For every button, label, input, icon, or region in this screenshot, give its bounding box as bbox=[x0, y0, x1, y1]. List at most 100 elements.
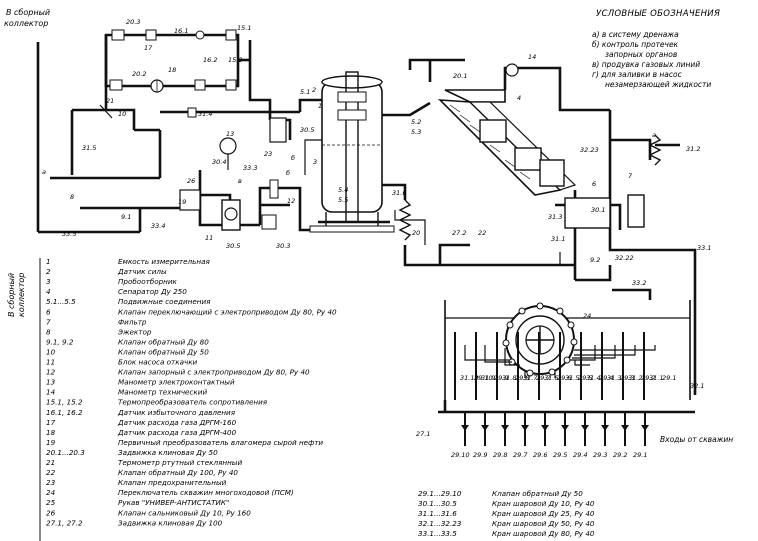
callout: 30.5 bbox=[300, 126, 314, 134]
callout: 24 bbox=[583, 312, 591, 320]
legend-left-item-text: Клапан обратный Ду 50 bbox=[118, 347, 209, 356]
manifold-branches bbox=[438, 332, 695, 414]
legend-right-item-text: Кран шаровой Ду 10, Ру 40 bbox=[492, 499, 595, 508]
pump-block bbox=[179, 117, 426, 245]
legend-left-item-text: Клапан обратный Ду 100, Ру 40 bbox=[118, 468, 238, 477]
legend-left-item-num: 7 bbox=[46, 317, 51, 326]
legend-right-item-num: 29.1...29.10 bbox=[418, 489, 462, 498]
callout: 20.1 bbox=[453, 72, 467, 80]
legend-left-item-num: 22 bbox=[46, 468, 56, 477]
svg-text:29.10: 29.10 bbox=[474, 374, 493, 382]
svg-text:31.9: 31.9 bbox=[481, 374, 495, 382]
legend-left-item-text: Термометр ртутный стеклянный bbox=[118, 458, 242, 467]
legend-left-item-num: 5.1...5.5 bbox=[46, 297, 76, 306]
callout: 30.1 bbox=[591, 206, 605, 214]
callout: 33.5 bbox=[62, 230, 76, 238]
svg-text:29.4: 29.4 bbox=[599, 374, 613, 382]
svg-text:31.4: 31.4 bbox=[586, 374, 600, 382]
legend-left-item-text: Датчик избыточного давления bbox=[117, 408, 236, 417]
legend-left-item-num: 26 bbox=[46, 508, 56, 517]
legend-left-item-text: Задвижка клиновая Ду 100 bbox=[118, 518, 223, 527]
callout: 31.5 bbox=[82, 144, 96, 152]
callout: 9.1 bbox=[121, 213, 131, 221]
separator bbox=[437, 63, 610, 196]
callout: 10 bbox=[118, 110, 126, 118]
svg-text:29.10: 29.10 bbox=[451, 451, 470, 459]
callout: 33.2 bbox=[632, 279, 646, 287]
svg-text:29.8: 29.8 bbox=[515, 374, 529, 382]
svg-text:29.6: 29.6 bbox=[533, 451, 547, 459]
callout: 18 bbox=[168, 66, 176, 74]
callout: 4 bbox=[517, 94, 521, 102]
note-v: в) продувка газовых линий bbox=[592, 60, 700, 69]
legend-left-item-num: 10 bbox=[46, 347, 56, 356]
callout: 2 bbox=[312, 86, 316, 94]
note-b: б) контроль протечек bbox=[592, 40, 679, 49]
legend-left-item-num: 21 bbox=[46, 458, 55, 467]
svg-text:31.3: 31.3 bbox=[607, 374, 621, 382]
legend-left-item-num: 23 bbox=[46, 478, 56, 487]
callout: 32.23 bbox=[580, 146, 599, 154]
callout: в bbox=[238, 177, 242, 185]
callout: 11 bbox=[205, 234, 213, 242]
note-a: а) в систему дренажа bbox=[592, 30, 679, 39]
callout: 16.1 bbox=[174, 27, 188, 35]
callout: 5.2 bbox=[411, 118, 421, 126]
legend-left-item-text: Блок насоса откачки bbox=[118, 358, 198, 367]
callout: 8 bbox=[70, 193, 74, 201]
callout: 22 bbox=[478, 229, 486, 237]
legend-left-item-num: 9.1, 9.2 bbox=[46, 337, 74, 346]
legend-left-item-text: Подвижные соединения bbox=[118, 297, 211, 306]
callout: 23 bbox=[264, 150, 272, 158]
legend-left-item-num: 27.1, 27.2 bbox=[46, 518, 83, 527]
legend-left-item-text: Емкость измерительная bbox=[118, 257, 210, 266]
legend-left-item-num: 2 bbox=[46, 267, 51, 276]
legend-left-item-text: Пробоотборник bbox=[118, 277, 178, 286]
legend-left-item-text: Датчик расхода газа ДРГМ-160 bbox=[117, 418, 237, 427]
legend-left-item-num: 8 bbox=[46, 327, 51, 336]
svg-text:31.5: 31.5 bbox=[565, 374, 579, 382]
callout: 9.2 bbox=[590, 256, 600, 264]
legend-left-item-num: 20.1...20.3 bbox=[46, 448, 85, 457]
svg-text:31.7: 31.7 bbox=[523, 374, 538, 382]
wells-label: Входы от скважин bbox=[660, 435, 733, 444]
svg-text:29.2: 29.2 bbox=[641, 374, 655, 382]
legend-left-item-num: 12 bbox=[46, 368, 56, 377]
callout: 5.5 bbox=[338, 196, 348, 204]
legend-left-item-text: Рукав "УНИВЕР-АНТИСТАТИК" bbox=[118, 498, 229, 507]
callout: 20 bbox=[412, 229, 420, 237]
legend-left-item-text: Сепаратор Ду 250 bbox=[118, 287, 187, 296]
callout: 33.1 bbox=[697, 244, 711, 252]
legend-left-item-num: 4 bbox=[46, 287, 51, 296]
legend-left-item-num: 3 bbox=[46, 277, 51, 286]
legend-left-item-text: Термопреобразователь сопротивления bbox=[118, 398, 268, 407]
legend-left-item-text: Задвижка клиновая Ду 50 bbox=[118, 448, 218, 457]
callout: 27.1 bbox=[416, 430, 430, 438]
legend-left-item-text: Клапан запорный с электроприводом Ду 80,… bbox=[118, 368, 310, 377]
legend-left-item-num: 19 bbox=[46, 438, 56, 447]
legend-left-item-text: Переключатель скважин многоходовой (ПСМ) bbox=[118, 488, 294, 497]
callout: 16.2 bbox=[203, 56, 217, 64]
legend-left-item-num: 18 bbox=[46, 428, 56, 437]
legend-left-item-text: Фильтр bbox=[118, 317, 147, 326]
legend-left-item-num: 6 bbox=[46, 307, 51, 316]
legend-right-item-text: Кран шаровой Ду 50, Ру 40 bbox=[492, 519, 595, 528]
callout: 12 bbox=[287, 197, 295, 205]
callout: 3 bbox=[313, 158, 317, 166]
callout: 5.3 bbox=[411, 128, 421, 136]
notes-heading: УСЛОВНЫЕ ОБОЗНАЧЕНИЯ bbox=[596, 9, 720, 19]
callout: 31.2 bbox=[686, 145, 700, 153]
callout: 1 bbox=[318, 102, 322, 110]
callout: 30.4 bbox=[212, 158, 226, 166]
svg-text:29.9: 29.9 bbox=[494, 374, 508, 382]
svg-text:29.3: 29.3 bbox=[593, 451, 607, 459]
legend-left-item-text: Клапан обратный Ду 80 bbox=[118, 337, 209, 346]
svg-text:29.1: 29.1 bbox=[662, 374, 676, 382]
legend-left-item-text: Первичный преобразователь влагомера сыро… bbox=[118, 438, 323, 447]
svg-text:31.1: 31.1 bbox=[649, 374, 663, 382]
callout: 20.3 bbox=[126, 18, 140, 26]
callout: а bbox=[42, 168, 46, 176]
legend-right-item-num: 30.1...30.5 bbox=[418, 499, 457, 508]
